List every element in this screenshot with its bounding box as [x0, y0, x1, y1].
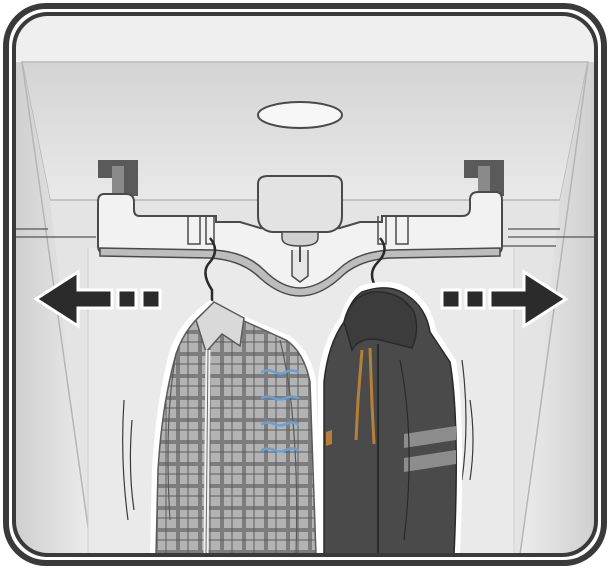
- ceiling-light: [258, 102, 342, 128]
- wardrobe-top-band: [14, 14, 596, 62]
